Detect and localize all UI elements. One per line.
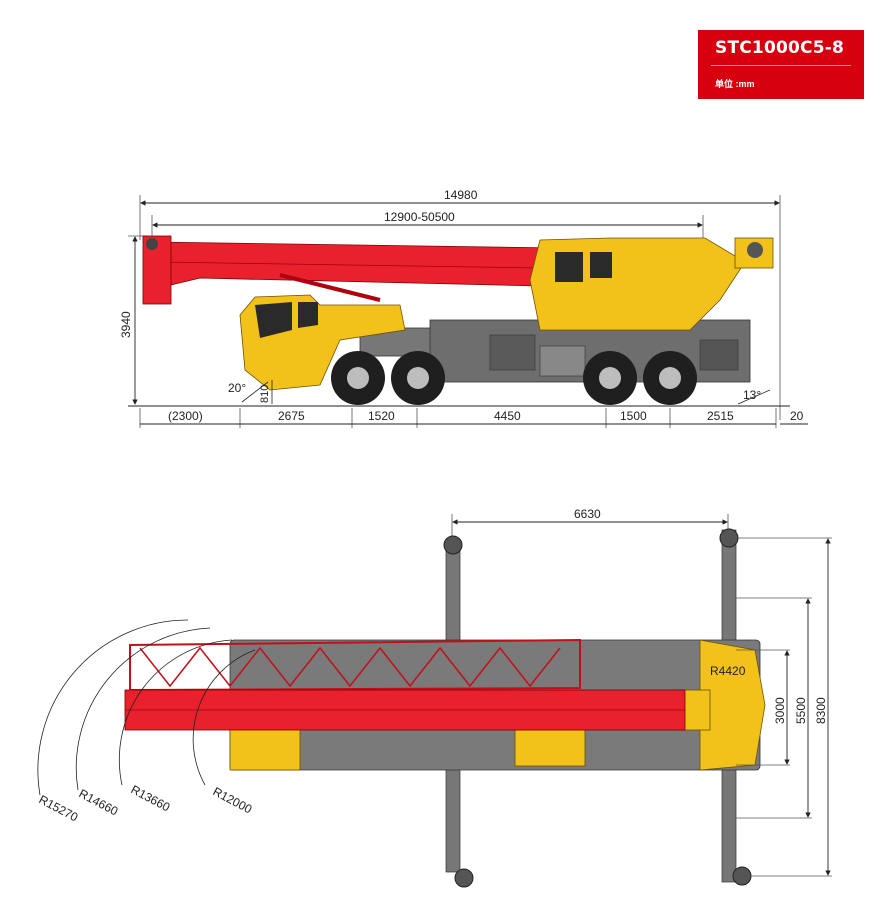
height-label: 3940 <box>119 311 133 338</box>
width-5500-label: 5500 <box>794 697 808 724</box>
radius-4420: R4420 <box>710 664 746 678</box>
width-8300-label: 8300 <box>814 697 828 724</box>
boom-range-label: 12900-50500 <box>384 210 455 224</box>
wheels <box>331 351 697 405</box>
dim-front-to-axle: 2675 <box>278 409 305 423</box>
dim-axle-3-4: 1500 <box>620 409 647 423</box>
ground-clearance-label: 810 <box>259 385 271 403</box>
dim-front-overhang: (2300) <box>168 409 203 423</box>
unit-label: 单位 :mm <box>715 79 755 89</box>
dim-axle-2-3: 4450 <box>494 409 521 423</box>
overall-length-label: 14980 <box>444 188 478 202</box>
badge-divider <box>711 65 851 66</box>
dim-axle-1-2: 1520 <box>368 409 395 423</box>
model-badge: STC1000C5-8 单位 :mm <box>698 30 864 99</box>
radius-12000: R12000 <box>211 784 255 816</box>
bottom-dimension-chain: (2300) 2675 1520 4450 1500 2515 20 <box>139 408 808 428</box>
radius-13660: R13660 <box>129 782 173 814</box>
width-3000-label: 3000 <box>773 697 787 724</box>
approach-angle-label: 20° <box>228 381 246 395</box>
side-view: 14980 12900-50500 3940 <box>119 188 808 428</box>
dim-rear-overhang: 2515 <box>707 409 734 423</box>
dim-rear-end: 20 <box>790 409 804 423</box>
radius-14660: R14660 <box>77 786 121 818</box>
departure-angle-label: 13° <box>743 388 761 402</box>
model-name: STC1000C5-8 <box>715 38 845 58</box>
outrigger-span-label: 6630 <box>574 507 601 521</box>
radius-15270: R15270 <box>37 792 81 824</box>
top-view: 6630 R15270 R14660 R13660 R12000 R4420 <box>37 507 832 888</box>
